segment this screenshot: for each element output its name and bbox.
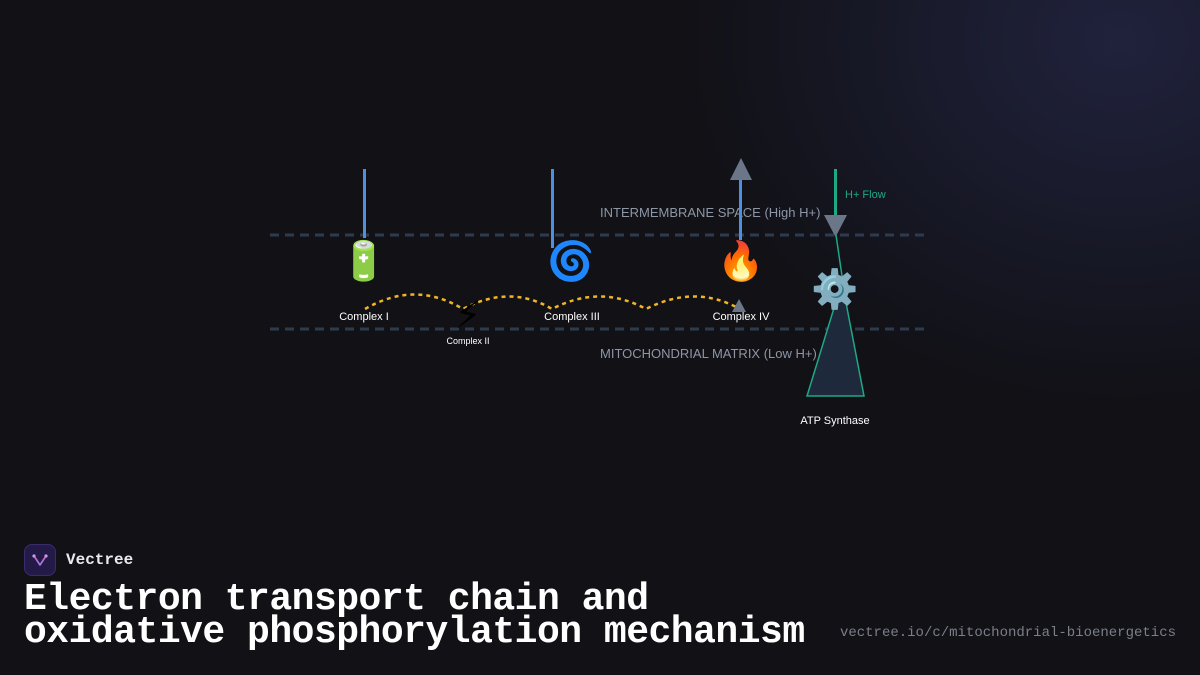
- cyclone-icon: 🌀: [547, 238, 594, 283]
- intermembrane-space-label: INTERMEMBRANE SPACE (High H+): [600, 205, 820, 220]
- brand: Vectree: [24, 544, 133, 576]
- h-flow-channel: [835, 234, 843, 277]
- atp-synthase-body: [805, 281, 865, 397]
- complex-iv-label: Complex IV: [713, 311, 771, 323]
- atp-synthase-label: ATP Synthase: [800, 415, 869, 427]
- gear-icon: ⚙️: [811, 267, 858, 311]
- source-url: vectree.io/c/mitochondrial-bioenergetics: [839, 625, 1176, 641]
- complex-iii-label: Complex III: [544, 311, 600, 323]
- brand-name: Vectree: [66, 551, 134, 569]
- complex-ii-label: Complex II: [446, 336, 489, 346]
- vectree-logo-icon: [24, 544, 56, 576]
- arrow-up-small-icon: [732, 299, 746, 312]
- arrow-down-icon: [824, 215, 847, 237]
- lightning-icon: ⚡: [455, 293, 482, 337]
- page-title: Electron transport chain and oxidative p…: [24, 578, 805, 654]
- h-flow-label: H+ Flow: [845, 189, 886, 201]
- battery-icon: 🔋: [340, 239, 387, 283]
- complex-i-label: Complex I: [339, 311, 389, 323]
- fire-icon: 🔥: [717, 239, 764, 283]
- matrix-label: MITOCHONDRIAL MATRIX (Low H+): [600, 346, 817, 361]
- arrow-up-icon: [730, 158, 752, 180]
- electron-path: [364, 293, 741, 311]
